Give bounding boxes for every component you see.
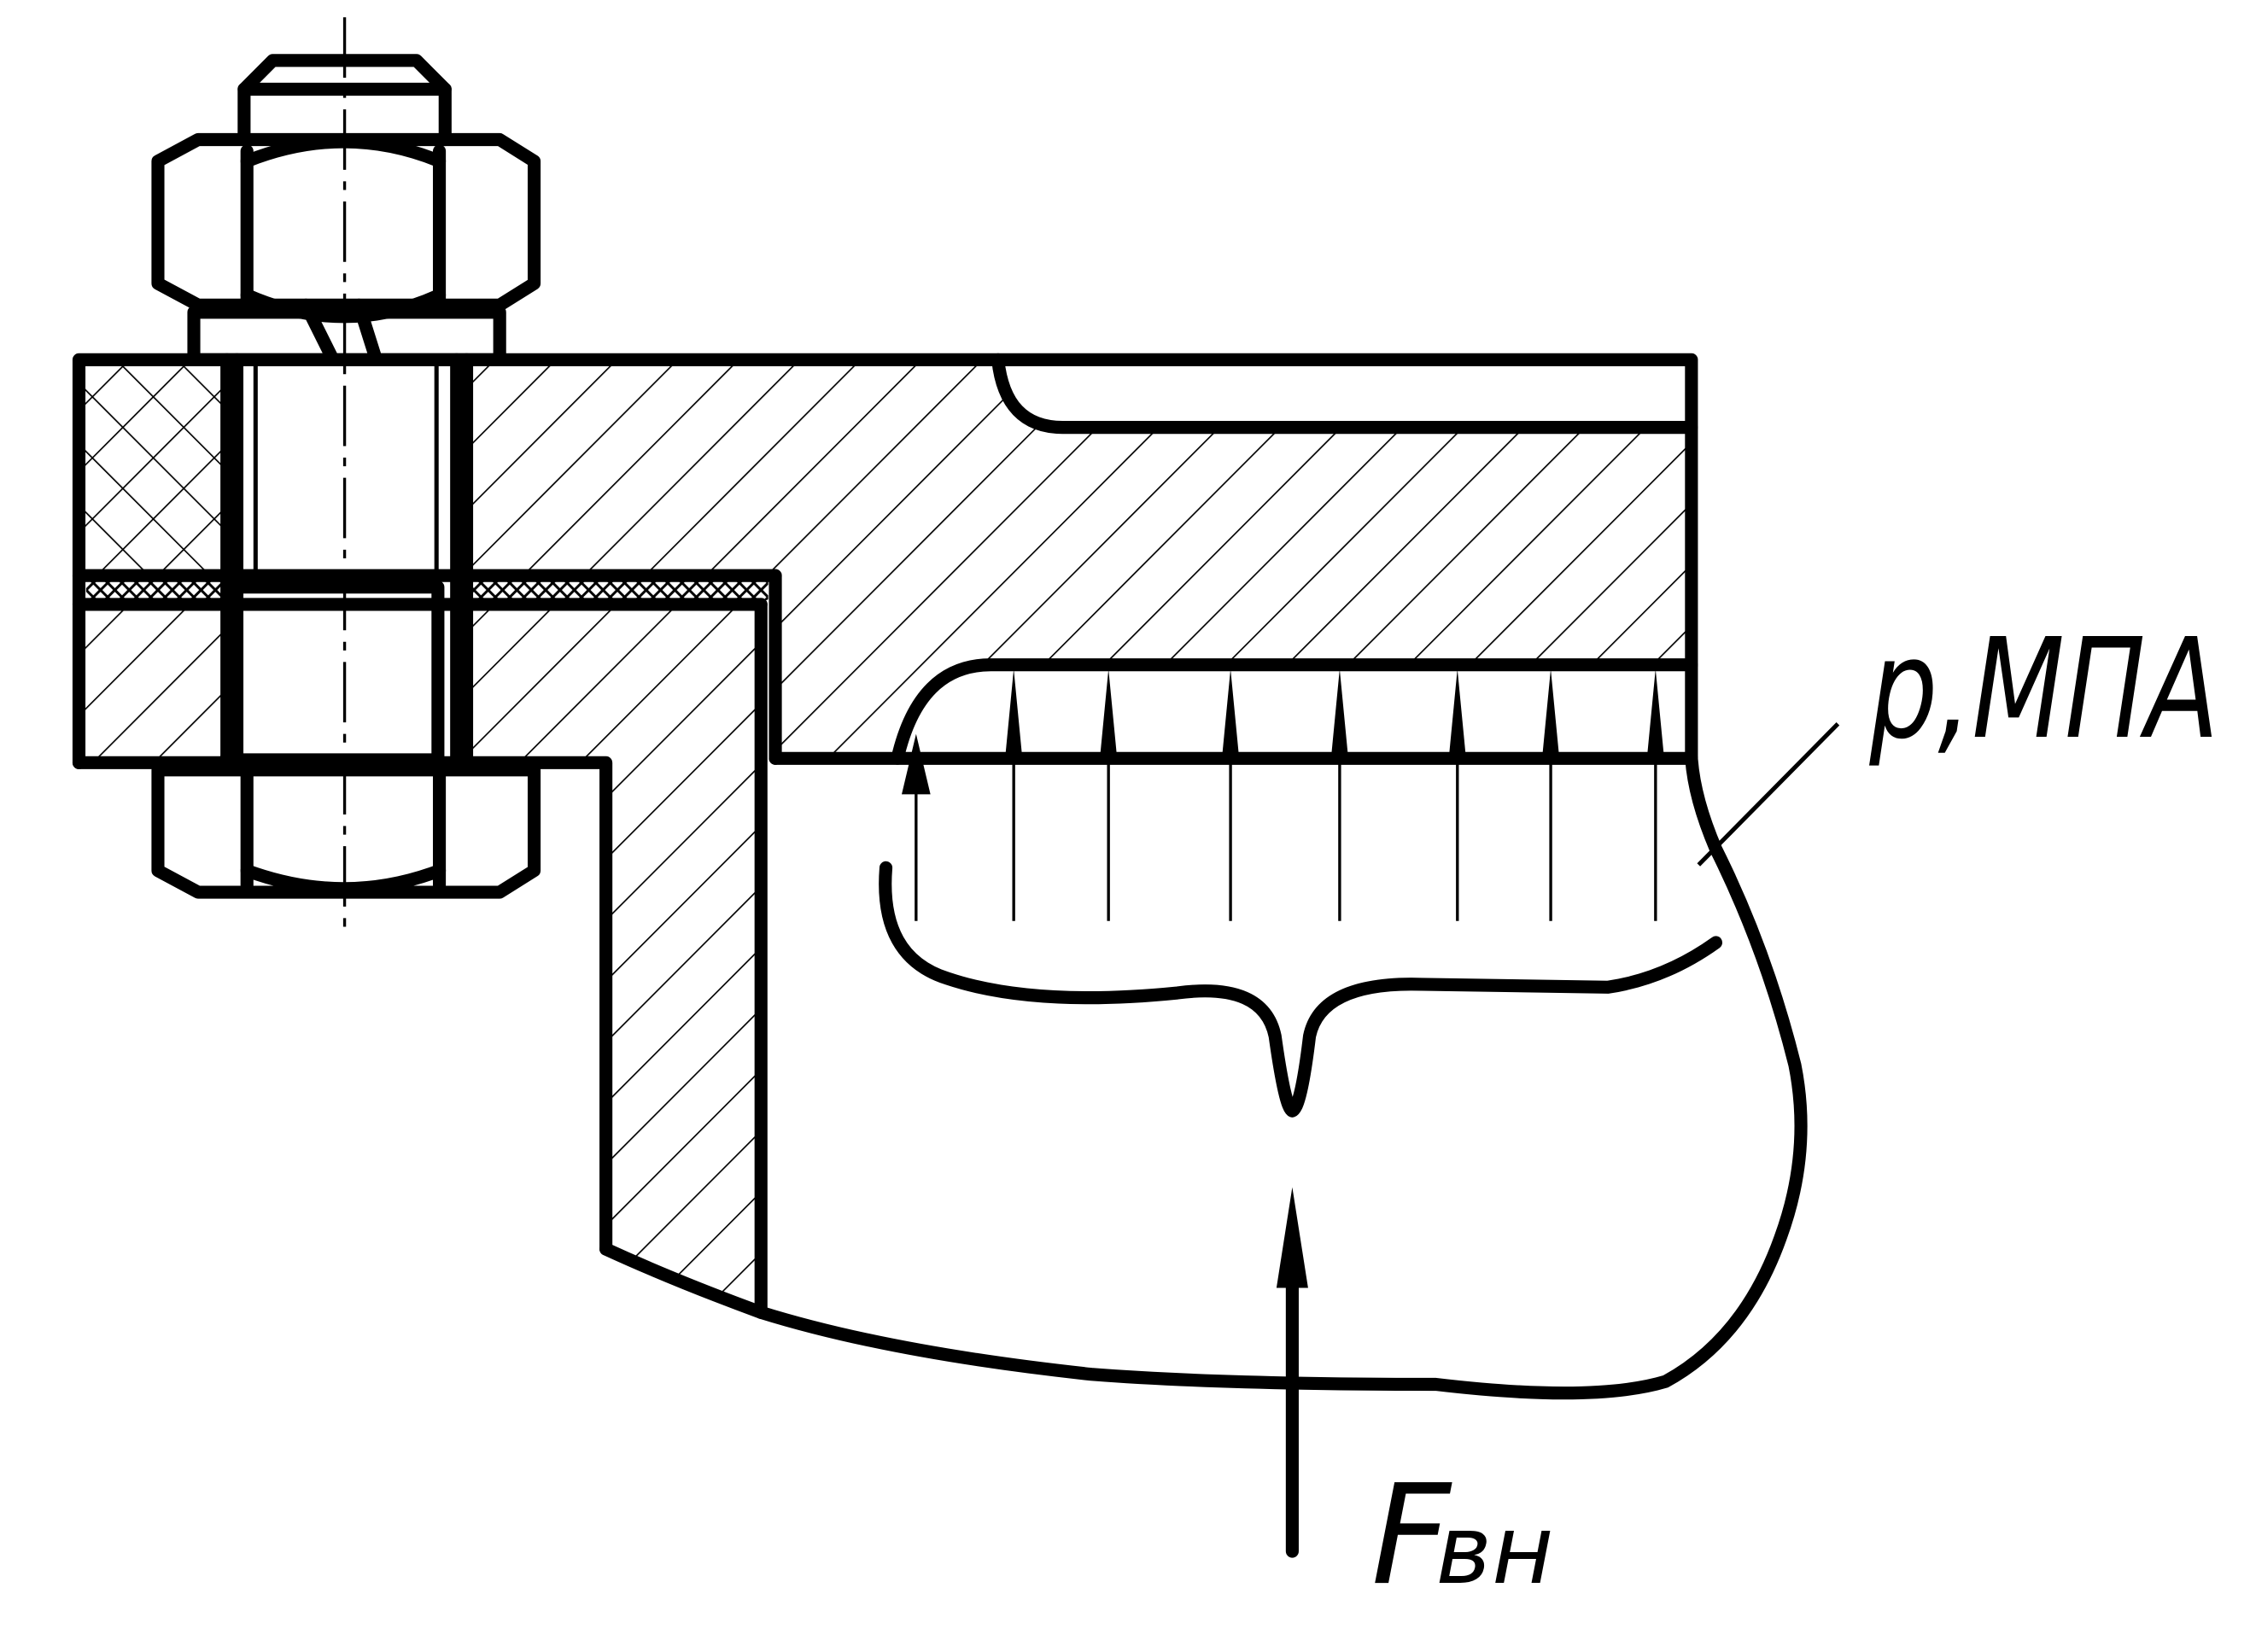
pressure-leader-line [1697, 722, 1840, 867]
force-label-subscript: вн [1436, 1496, 1554, 1606]
lock-wire [299, 298, 383, 366]
pressure-arrows [1005, 668, 1664, 759]
cover-left-hatch-rev [79, 359, 227, 576]
force-label-main: F [1371, 1456, 1452, 1616]
vessel-outline [754, 751, 1808, 1400]
pressure-label: p,МПА [1869, 609, 2219, 770]
cover-hatch [79, 359, 1692, 759]
force-label: F вн [1371, 1456, 1554, 1616]
edge-arrow [902, 733, 931, 795]
cover-outline [72, 353, 1698, 769]
bolt-shank [230, 581, 445, 767]
flange-hatch [79, 604, 762, 1313]
pressure-stems [915, 762, 1657, 921]
pressure-brace [879, 861, 1723, 1118]
bolt-hole-lines [220, 353, 474, 769]
force-arrow [1276, 1187, 1308, 1558]
